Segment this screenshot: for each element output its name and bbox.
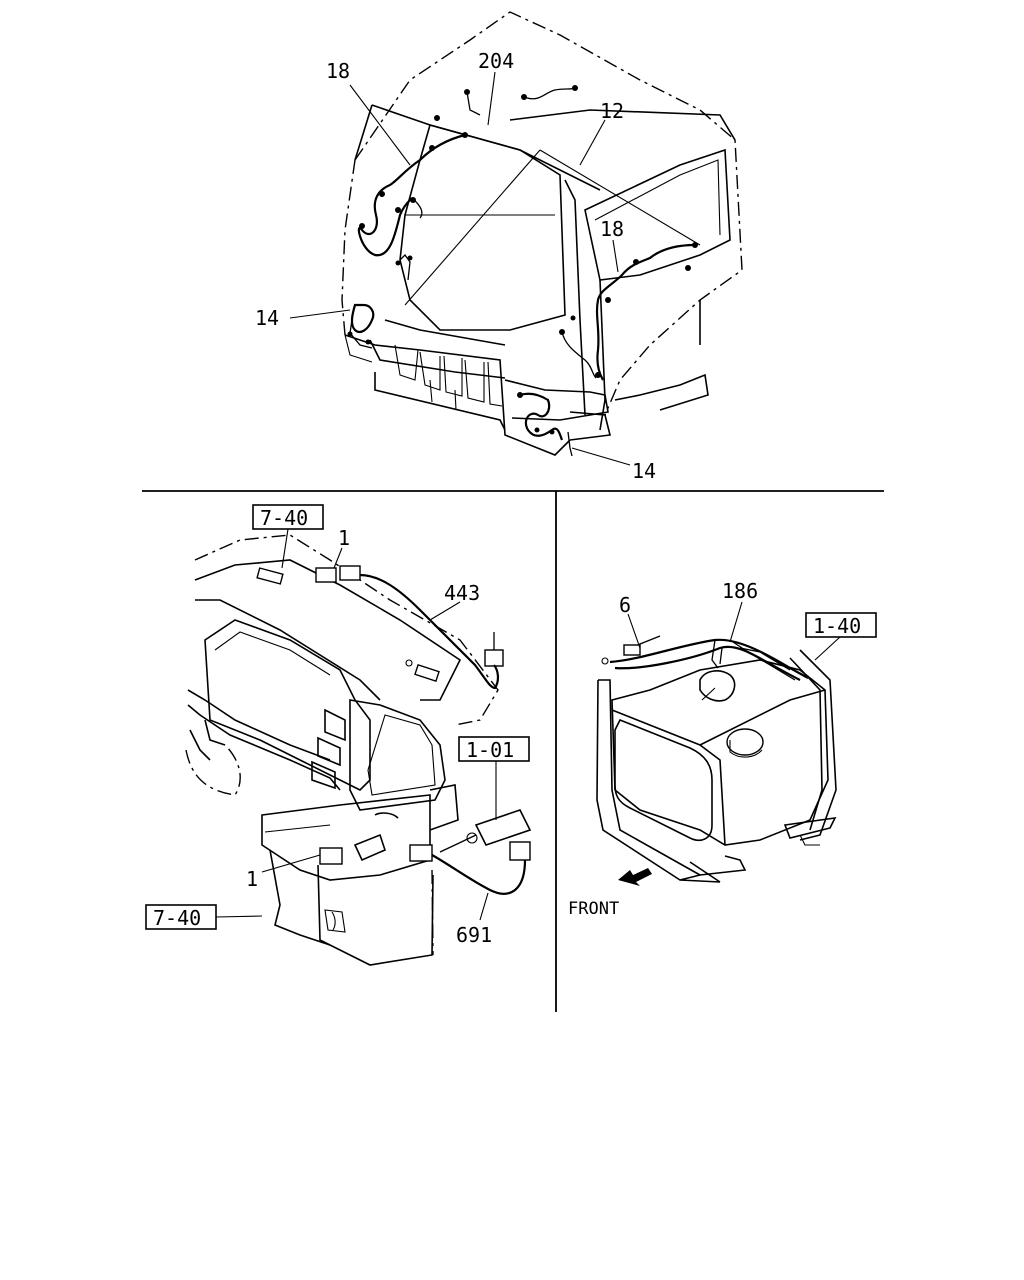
ref-box-1-01 xyxy=(458,736,530,762)
dashboard-leaders xyxy=(215,528,497,921)
callout-12: 12 xyxy=(600,99,624,123)
ref-1-40: 1-40 xyxy=(813,614,861,638)
ref-1-01: 1-01 xyxy=(466,738,514,762)
callout-443: 443 xyxy=(444,581,480,605)
ref-7-40-top: 7-40 xyxy=(260,506,308,530)
cab-drawing xyxy=(341,11,743,457)
cab-leaders xyxy=(289,71,701,466)
callout-6: 6 xyxy=(619,593,631,617)
callout-1-top: 1 xyxy=(338,526,350,550)
callout-204: 204 xyxy=(478,49,514,73)
ref-box-1-40 xyxy=(805,612,877,638)
front-label: FRONT xyxy=(568,899,619,919)
callout-18-left: 18 xyxy=(326,59,350,83)
fuel-tank-drawing xyxy=(596,635,837,886)
callout-14-right: 14 xyxy=(632,459,656,483)
dashboard-drawing xyxy=(185,534,532,966)
callout-1-bottom: 1 xyxy=(246,867,258,891)
ref-7-40-bottom: 7-40 xyxy=(153,906,201,930)
front-arrow-icon xyxy=(618,868,652,886)
callout-18-right: 18 xyxy=(600,217,624,241)
callout-186: 186 xyxy=(722,579,758,603)
ref-box-7-40-bottom xyxy=(145,904,217,930)
tank-leaders xyxy=(627,601,841,661)
callout-14-left: 14 xyxy=(255,306,279,330)
callout-691: 691 xyxy=(456,923,492,947)
